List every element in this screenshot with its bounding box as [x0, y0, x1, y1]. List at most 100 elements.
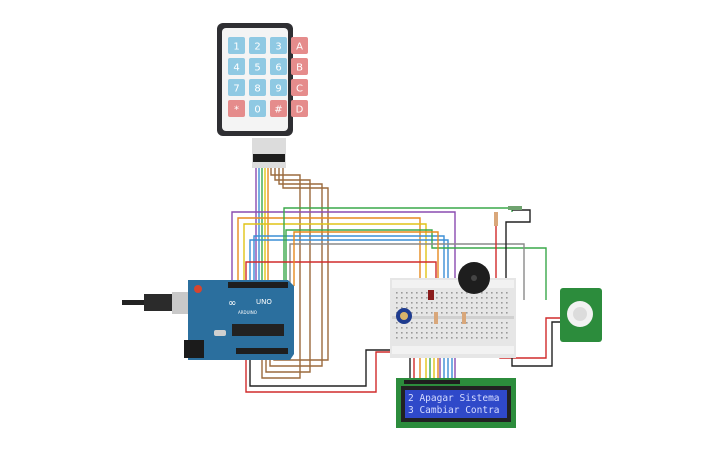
- breadboard-hole: [446, 337, 448, 339]
- breadboard-hole: [411, 307, 413, 309]
- keypad-key[interactable]: [291, 37, 308, 54]
- breadboard-hole: [401, 302, 403, 304]
- breadboard-hole: [496, 337, 498, 339]
- keypad-key-label: A: [296, 42, 303, 53]
- breadboard-hole: [436, 302, 438, 304]
- breadboard-hole: [471, 312, 473, 314]
- atmega-chip: [232, 324, 284, 336]
- breadboard-hole: [461, 337, 463, 339]
- breadboard-hole: [471, 332, 473, 334]
- breadboard-hole: [466, 337, 468, 339]
- breadboard-hole: [496, 312, 498, 314]
- keypad-key[interactable]: [249, 37, 266, 54]
- breadboard-hole: [501, 302, 503, 304]
- keypad-key-label: #: [274, 105, 282, 116]
- breadboard-hole: [461, 292, 463, 294]
- breadboard-hole: [456, 292, 458, 294]
- breadboard-hole: [491, 292, 493, 294]
- breadboard-hole: [416, 312, 418, 314]
- breadboard-hole: [486, 302, 488, 304]
- breadboard-hole: [471, 322, 473, 324]
- keypad-key[interactable]: [249, 58, 266, 75]
- breadboard-hole: [501, 292, 503, 294]
- breadboard[interactable]: [390, 212, 516, 358]
- breadboard-hole: [441, 292, 443, 294]
- arduino-uno[interactable]: ∞ UNO ARDUINO: [122, 280, 294, 360]
- breadboard-hole: [441, 302, 443, 304]
- keypad-key[interactable]: [228, 79, 245, 96]
- breadboard-hole: [431, 322, 433, 324]
- breadboard-hole: [486, 312, 488, 314]
- keypad-key-label: 9: [275, 84, 281, 95]
- potentiometer-knob[interactable]: [400, 312, 408, 320]
- breadboard-hole: [421, 337, 423, 339]
- breadboard-hole: [471, 307, 473, 309]
- breadboard-hole: [426, 337, 428, 339]
- breadboard-hole: [446, 292, 448, 294]
- breadboard-hole: [456, 322, 458, 324]
- breadboard-hole: [481, 327, 483, 329]
- keypad-key[interactable]: [249, 100, 266, 117]
- breadboard-hole: [401, 297, 403, 299]
- keypad-key-label: C: [296, 84, 303, 95]
- breadboard-hole: [451, 327, 453, 329]
- keypad-key[interactable]: [228, 100, 245, 117]
- breadboard-hole: [471, 327, 473, 329]
- resistor-3: [494, 212, 498, 226]
- breadboard-hole: [411, 312, 413, 314]
- breadboard-hole: [396, 332, 398, 334]
- keypad-key[interactable]: [270, 58, 287, 75]
- breadboard-hole: [441, 322, 443, 324]
- breadboard-hole: [406, 337, 408, 339]
- breadboard-hole: [491, 337, 493, 339]
- lcd-16x2[interactable]: 2 Apagar Sistema 3 Cambiar Contra: [396, 378, 516, 428]
- breadboard-hole: [421, 307, 423, 309]
- breadboard-hole: [496, 327, 498, 329]
- keypad-key-label: 4: [233, 63, 239, 74]
- reset-button[interactable]: [194, 285, 202, 293]
- breadboard-hole: [461, 322, 463, 324]
- breadboard-hole: [411, 292, 413, 294]
- breadboard-hole: [426, 292, 428, 294]
- breadboard-hole: [501, 327, 503, 329]
- breadboard-hole: [496, 302, 498, 304]
- breadboard-hole: [461, 307, 463, 309]
- keypad-key[interactable]: [291, 79, 308, 96]
- keypad-key[interactable]: [270, 100, 287, 117]
- breadboard-hole: [486, 297, 488, 299]
- keypad-key[interactable]: [270, 37, 287, 54]
- breadboard-hole: [446, 307, 448, 309]
- breadboard-rail-bottom: [392, 346, 514, 354]
- keypad-key[interactable]: [249, 79, 266, 96]
- breadboard-hole: [466, 322, 468, 324]
- breadboard-hole: [506, 327, 508, 329]
- breadboard-hole: [401, 307, 403, 309]
- resistor-top: [508, 206, 522, 210]
- breadboard-hole: [441, 327, 443, 329]
- breadboard-hole: [441, 337, 443, 339]
- keypad-key[interactable]: [228, 37, 245, 54]
- power-jack: [184, 340, 204, 358]
- pir-sensor[interactable]: [560, 288, 602, 342]
- keypad-key[interactable]: [270, 79, 287, 96]
- breadboard-hole: [446, 322, 448, 324]
- breadboard-hole: [446, 327, 448, 329]
- breadboard-hole: [436, 307, 438, 309]
- keypad-key[interactable]: [291, 100, 308, 117]
- breadboard-hole: [476, 312, 478, 314]
- breadboard-hole: [421, 297, 423, 299]
- breadboard-hole: [411, 302, 413, 304]
- breadboard-hole: [431, 337, 433, 339]
- piezo-buzzer[interactable]: [458, 262, 490, 294]
- keypad-key[interactable]: [291, 58, 308, 75]
- keypad-key[interactable]: [228, 58, 245, 75]
- breadboard-hole: [406, 327, 408, 329]
- breadboard-hole: [436, 332, 438, 334]
- breadboard-hole: [406, 297, 408, 299]
- breadboard-hole: [471, 302, 473, 304]
- breadboard-hole: [506, 292, 508, 294]
- breadboard-hole: [446, 312, 448, 314]
